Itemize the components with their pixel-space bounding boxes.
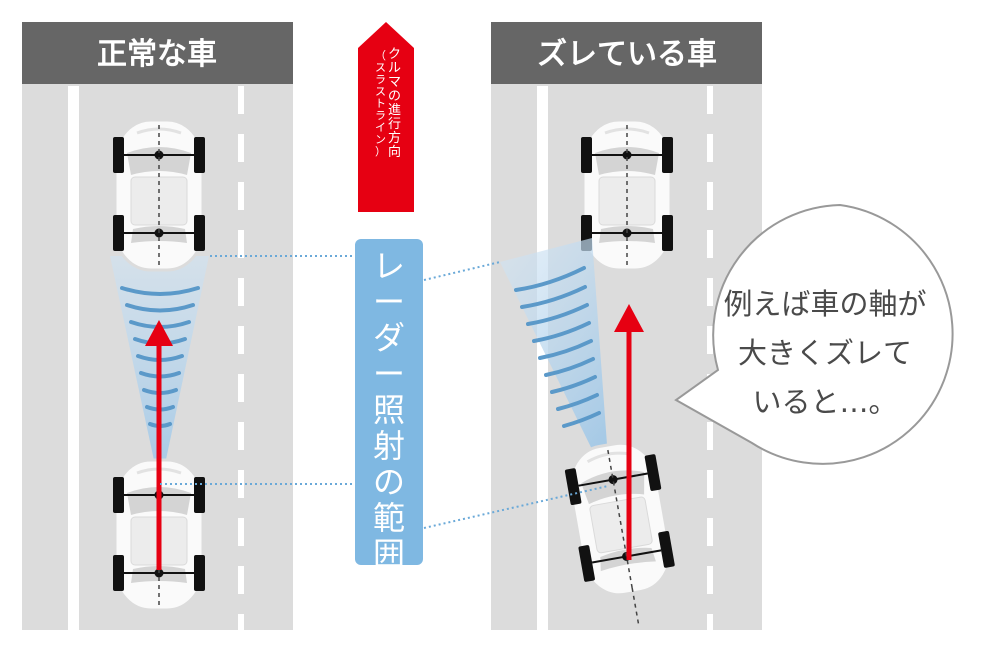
radar-label-char: の — [372, 463, 405, 501]
bubble-line-3: いると…。 — [752, 385, 898, 419]
radar-range-label: レーダー照射の範囲 — [355, 250, 423, 574]
left-header — [22, 22, 293, 84]
left-lane-line-solid — [68, 86, 79, 630]
thrust-line-char: ラ — [374, 109, 386, 122]
radar-label-char: 照 — [372, 391, 405, 429]
thrust-line-char: ス — [374, 61, 386, 74]
right-radar-waves — [514, 266, 601, 428]
direction-label-char: ク — [387, 47, 401, 62]
thrust-line-char: ス — [374, 85, 386, 98]
thrust-line-char: イ — [374, 121, 386, 134]
direction-label-char: 向 — [387, 145, 401, 160]
radar-label-char: 範 — [372, 499, 405, 537]
right-panel-title: ズレている車 — [537, 37, 717, 72]
direction-label-char: 行 — [387, 117, 401, 132]
right-front-car — [579, 118, 675, 272]
radar-label-char: 囲 — [372, 535, 405, 573]
thrust-line-label: （スラストライン） — [375, 50, 386, 158]
radar-label-char: ー — [372, 355, 405, 393]
direction-label-main: クルマの進行方向 — [388, 48, 401, 160]
bubble-line-1: 例えば車の軸が — [723, 287, 927, 321]
direction-label-char: ル — [387, 61, 401, 76]
radar-label-box — [355, 239, 423, 565]
direction-label-char: 進 — [387, 103, 401, 118]
right-rear-car — [560, 435, 680, 628]
thrust-line-char: ン — [374, 133, 386, 146]
left-front-car — [111, 118, 207, 272]
direction-label-char: マ — [387, 75, 401, 90]
radar-label-char: ー — [372, 283, 405, 321]
right-direction-arrowhead — [614, 304, 644, 332]
radar-label-char: レ — [372, 247, 405, 285]
bubble-line-2: 大きくズレて — [737, 336, 912, 370]
right-radar-beam — [500, 238, 610, 486]
left-direction-arrowhead — [145, 320, 173, 346]
speech-bubble — [674, 203, 954, 465]
radar-label-char: 射 — [372, 427, 405, 465]
thrust-line-char: ） — [374, 145, 386, 158]
forward-direction-arrow — [358, 22, 414, 212]
thrust-line-char: ト — [374, 97, 386, 110]
radar-label-char: ダ — [372, 319, 405, 357]
thrust-line-char: （ — [374, 49, 386, 62]
forward-direction-label: （スラストライン） クルマの進行方向 — [363, 48, 413, 160]
right-header — [491, 22, 762, 84]
left-panel-title: 正常な車 — [97, 37, 217, 72]
direction-label-char: の — [387, 89, 401, 104]
speech-bubble-text: 例えば車の軸が 大きくズレて いると…。 — [700, 280, 950, 427]
thrust-line-char: ラ — [374, 73, 386, 86]
direction-label-char: 方 — [387, 131, 401, 146]
